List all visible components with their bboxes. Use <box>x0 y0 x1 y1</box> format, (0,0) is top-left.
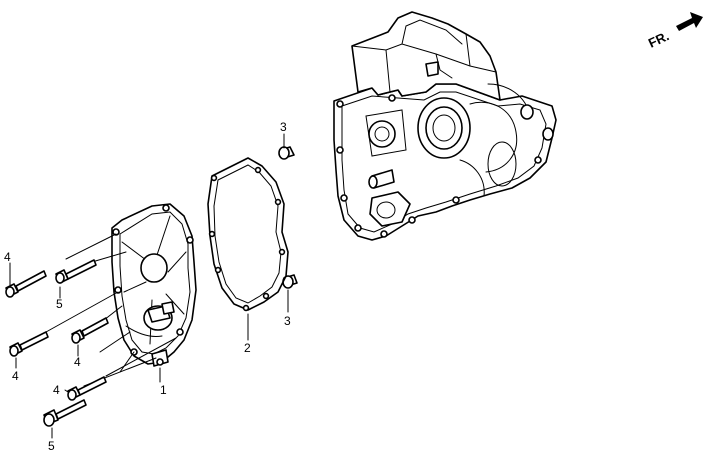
dowel-pin-upper <box>278 146 295 160</box>
callout-bolt-5-upper: 5 <box>56 297 63 311</box>
flange-bolt <box>5 270 47 298</box>
flange-bolt <box>9 331 49 357</box>
front-label: FR. <box>646 28 671 50</box>
front-arrow-icon <box>676 12 703 31</box>
callout-gasket: 2 <box>244 341 251 355</box>
long-flange-bolt <box>55 259 97 284</box>
callout-bolt-5-lower: 5 <box>48 439 55 453</box>
callout-dowel-lower: 3 <box>284 314 291 328</box>
transmission-housing <box>333 11 557 241</box>
long-flange-bolt <box>43 399 87 427</box>
flange-bolt <box>67 376 107 401</box>
callout-bolt-4-left: 4 <box>12 369 19 383</box>
callout-bolt-4-lower: 4 <box>53 383 60 397</box>
front-direction-indicator: FR. <box>646 12 703 51</box>
side-cover <box>111 203 197 367</box>
callout-leaders <box>9 133 289 439</box>
callout-bolt-4-upper: 4 <box>4 250 11 264</box>
callout-bolt-4-mid: 4 <box>74 355 81 369</box>
callout-dowel-upper: 3 <box>280 120 287 134</box>
flange-bolt <box>71 317 109 344</box>
callout-labels: 4 5 4 4 4 5 1 2 3 3 <box>4 120 291 453</box>
cover-gasket <box>207 157 289 312</box>
callout-cover: 1 <box>160 383 167 397</box>
